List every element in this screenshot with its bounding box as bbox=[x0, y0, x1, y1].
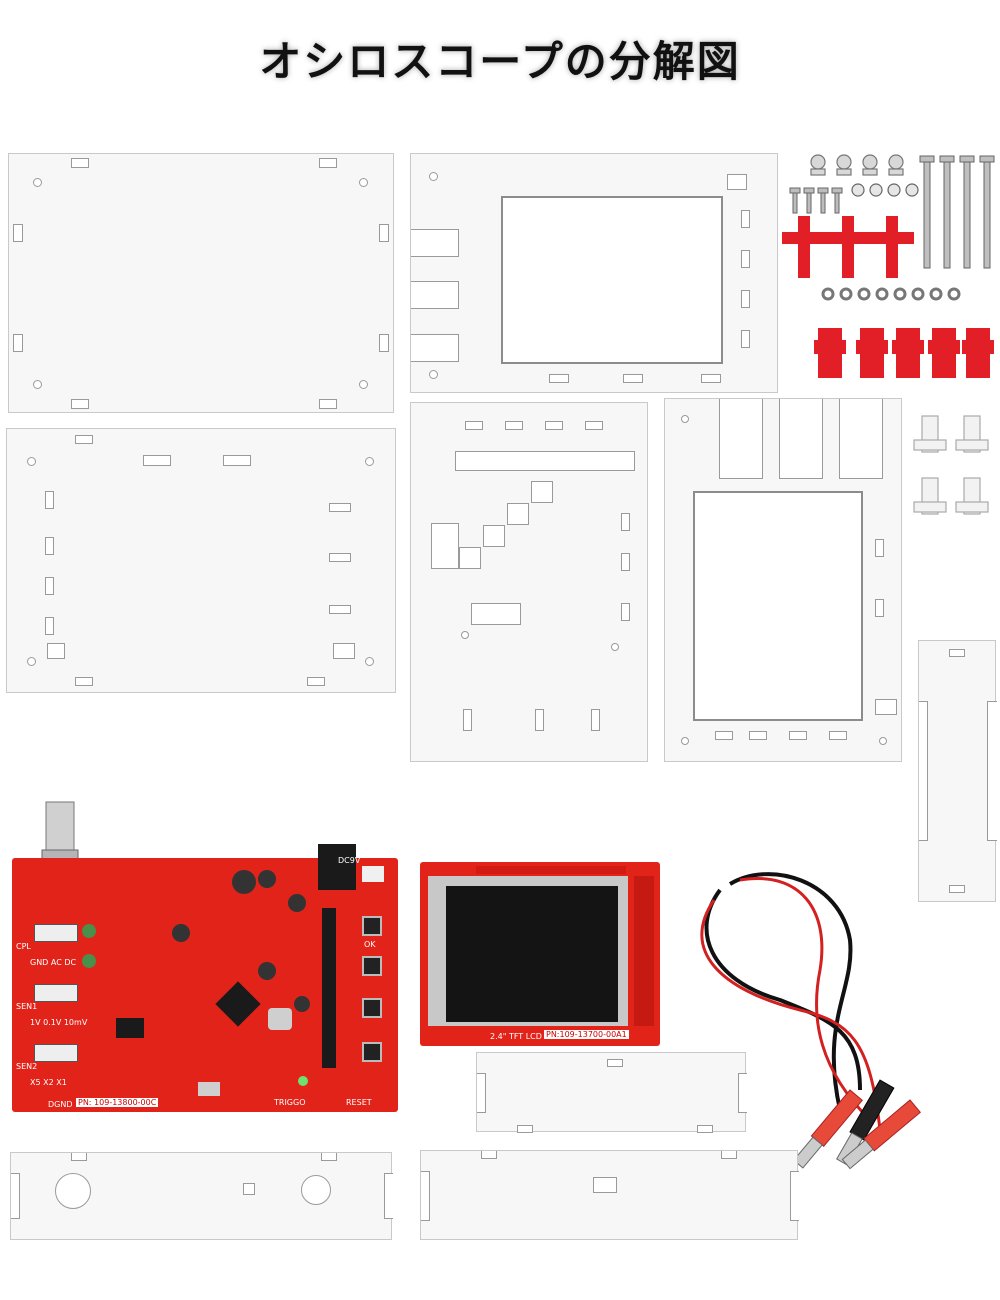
capacitor bbox=[288, 894, 306, 912]
tact-button bbox=[362, 956, 382, 976]
acrylic-bottom-strip-1 bbox=[476, 1052, 747, 1133]
probe-cable bbox=[680, 870, 990, 1220]
lcd-window bbox=[501, 196, 723, 364]
capacitor bbox=[172, 924, 190, 942]
capacitor bbox=[232, 870, 256, 894]
capacitor bbox=[258, 962, 276, 980]
lcd-module: 2.4" TFT LCD PN:109-13700-00A1 bbox=[420, 862, 660, 1046]
trimmer bbox=[82, 954, 96, 968]
bnc-hole bbox=[55, 1173, 91, 1209]
power-hole bbox=[301, 1175, 331, 1205]
lcd-window-2 bbox=[693, 491, 863, 721]
label-ok: OK bbox=[364, 940, 376, 949]
slide-switch-sen1 bbox=[34, 984, 78, 1002]
lcd-label: 2.4" TFT LCD bbox=[490, 1032, 542, 1041]
trimmer bbox=[82, 924, 96, 938]
label-gnd-ac-dc: GND AC DC bbox=[30, 958, 77, 967]
acrylic-top-plate bbox=[664, 398, 902, 762]
usb-port bbox=[198, 1082, 220, 1096]
acrylic-front-plate bbox=[410, 153, 778, 393]
tact-button bbox=[362, 1042, 382, 1062]
pin-header bbox=[322, 908, 336, 1068]
acrylic-bottom-plate bbox=[8, 153, 394, 413]
label-reset: RESET bbox=[346, 1098, 372, 1107]
white-standoffs bbox=[910, 410, 1000, 530]
mcu-chip bbox=[215, 981, 261, 1027]
white-connector bbox=[362, 866, 384, 882]
page-title: オシロスコープの分解図 bbox=[259, 37, 741, 86]
label-sen1-values: 1V 0.1V 10mV bbox=[30, 1018, 88, 1027]
opamp-chip bbox=[116, 1018, 144, 1038]
acrylic-side-strip bbox=[918, 640, 997, 902]
capacitor bbox=[258, 870, 276, 888]
dc-jack bbox=[318, 844, 356, 890]
label-dgnd: DGND bbox=[48, 1100, 73, 1109]
acrylic-middle-plate bbox=[410, 402, 648, 762]
lcd-pn: PN:109-13700-00A1 bbox=[544, 1030, 629, 1039]
hardware-kit bbox=[780, 150, 1000, 390]
acrylic-bottom-strip-2 bbox=[10, 1152, 393, 1240]
lcd-display bbox=[446, 886, 618, 1022]
label-dc9v: DC9V bbox=[338, 856, 361, 865]
main-pcb: CPL GND AC DC SEN1 1V 0.1V 10mV SEN2 X5 … bbox=[12, 844, 398, 1112]
lcd-header bbox=[476, 866, 626, 874]
label-pn: PN: 109-13800-00C bbox=[76, 1098, 159, 1107]
slide-switch-cpl bbox=[34, 924, 78, 942]
crystal bbox=[268, 1008, 292, 1030]
slide-switch-sen2 bbox=[34, 1044, 78, 1062]
acrylic-back-plate bbox=[6, 428, 396, 693]
tact-button bbox=[362, 916, 382, 936]
capacitor bbox=[294, 996, 310, 1012]
lcd-pins bbox=[634, 876, 654, 1026]
label-sen2: SEN2 bbox=[16, 1062, 38, 1071]
label-sen1: SEN1 bbox=[16, 1002, 38, 1011]
tact-button bbox=[362, 998, 382, 1018]
label-cpl: CPL bbox=[16, 942, 31, 951]
acrylic-bottom-strip-3 bbox=[420, 1150, 799, 1240]
led bbox=[298, 1076, 308, 1086]
label-x-values: X5 X2 X1 bbox=[30, 1078, 67, 1087]
label-triggo: TRIGGO bbox=[274, 1098, 306, 1107]
